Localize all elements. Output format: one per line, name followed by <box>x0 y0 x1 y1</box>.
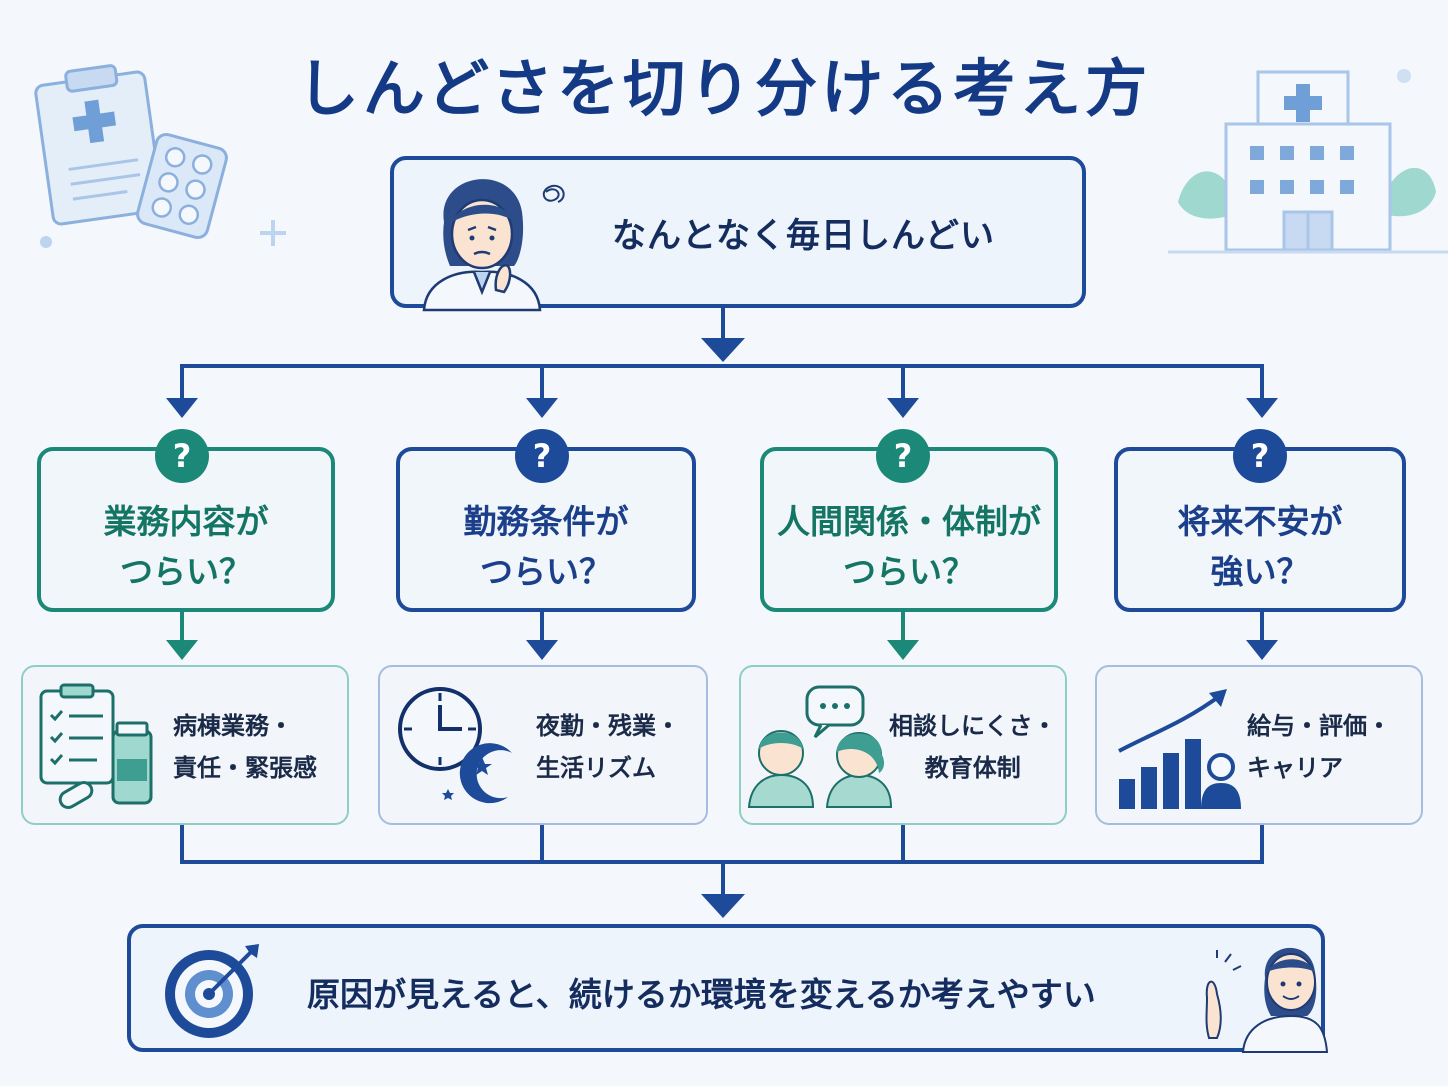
question-text: 勤務条件が つらい？ <box>400 497 692 597</box>
worried-nurse-icon <box>422 179 565 312</box>
conclusion-text: 原因が見えると、続けるか環境を変えるか考えやすい <box>307 975 1096 1014</box>
detail-line2: 生活リズム <box>536 754 656 782</box>
question-text: 人間関係・体制が つらい？ <box>764 497 1054 597</box>
conclusion-box: 原因が見えると、続けるか環境を変えるか考えやすい <box>127 924 1329 1053</box>
detail-line2: 責任・緊張感 <box>173 754 317 782</box>
detail-box-relationships: 相談しにくさ・ 教育体制 <box>739 665 1067 825</box>
decor-hospital-icon <box>1168 69 1448 254</box>
people-talking-icon <box>747 685 893 808</box>
question-text: 業務内容が つらい？ <box>41 497 331 597</box>
target-icon <box>165 944 259 1038</box>
detail-text: 相談しにくさ・ 教育体制 <box>889 705 1057 789</box>
detail-line1: 相談しにくさ・ <box>889 712 1057 740</box>
question-mark-icon: ? <box>515 429 569 483</box>
question-line2: つらい？ <box>843 552 975 591</box>
question-line2: つらい？ <box>480 552 612 591</box>
detail-line1: 夜勤・残業・ <box>536 712 680 740</box>
question-line1: 将来不安が <box>1177 502 1343 541</box>
problem-text: なんとなく毎日しんどい <box>612 216 995 256</box>
problem-box: なんとなく毎日しんどい <box>390 156 1086 312</box>
question-box-relationships: 人間関係・体制が つらい？ <box>760 447 1058 612</box>
clock-moon-icon <box>398 687 512 804</box>
detail-text: 病棟業務・ 責任・緊張感 <box>173 705 317 789</box>
question-mark-icon: ? <box>155 429 209 483</box>
detail-line2: 教育体制 <box>924 754 1021 782</box>
detail-line2: キャリア <box>1247 754 1343 782</box>
question-line1: 勤務条件が <box>463 502 629 541</box>
detail-box-future: 給与・評価・ キャリア <box>1095 665 1423 825</box>
question-line1: 業務内容が <box>103 502 269 541</box>
decor-clipboard-icon <box>34 64 286 248</box>
detail-line1: 病棟業務・ <box>173 712 293 740</box>
detail-line1: 給与・評価・ <box>1247 712 1391 740</box>
detail-text: 夜勤・残業・ 生活リズム <box>536 705 680 789</box>
question-line1: 人間関係・体制が <box>777 502 1041 541</box>
page-title: しんどさを切り分ける考え方 <box>296 52 1152 125</box>
question-mark-icon: ? <box>876 429 930 483</box>
question-line2: 強い？ <box>1210 552 1310 591</box>
growth-chart-icon <box>1118 689 1241 809</box>
detail-text: 給与・評価・ キャリア <box>1247 705 1391 789</box>
detail-box-work: 病棟業務・ 責任・緊張感 <box>21 665 349 825</box>
detail-box-conditions: 夜勤・残業・ 生活リズム <box>378 665 708 825</box>
question-box-future: 将来不安が 強い？ <box>1114 447 1406 612</box>
question-line2: つらい？ <box>120 552 252 591</box>
question-mark-icon: ? <box>1233 429 1287 483</box>
question-text: 将来不安が 強い？ <box>1118 497 1402 597</box>
clipboard-medicine-icon <box>39 683 153 809</box>
pointing-nurse-icon <box>1205 947 1329 1053</box>
